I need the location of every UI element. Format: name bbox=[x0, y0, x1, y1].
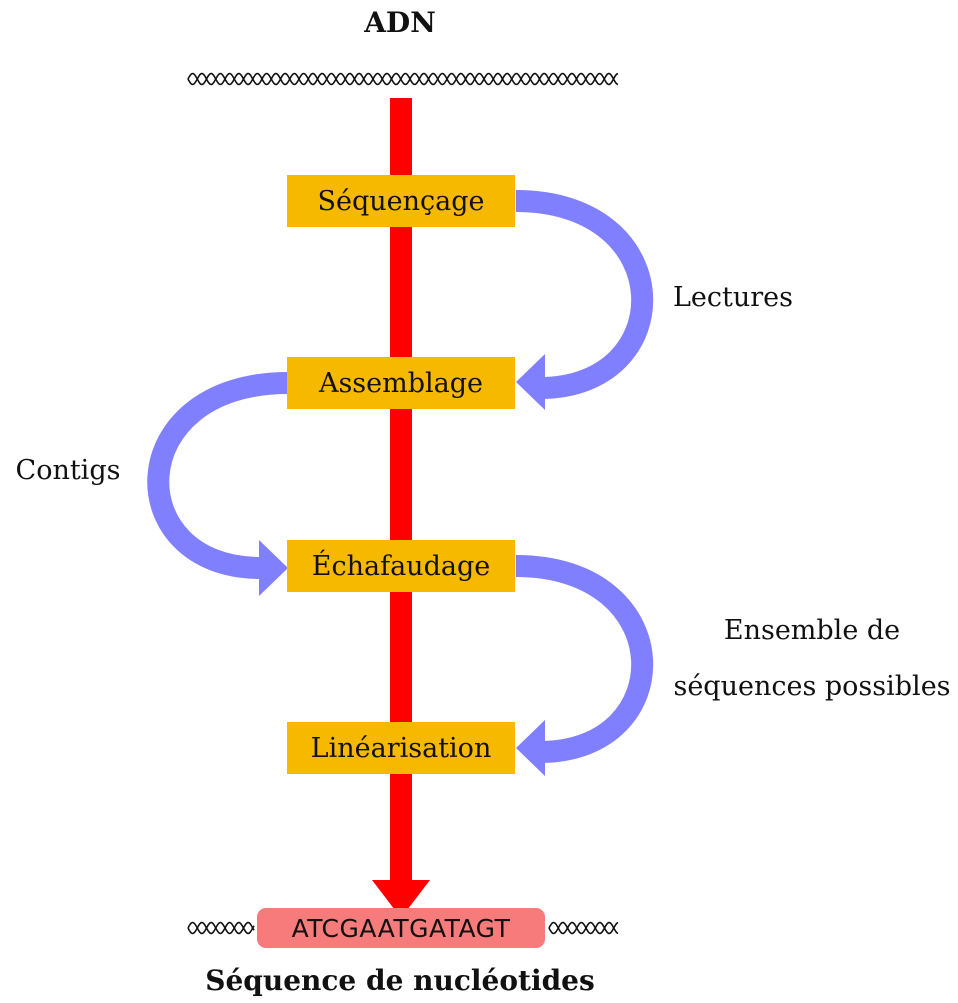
label-possible-sequences-line1: Ensemble de bbox=[724, 615, 900, 646]
dna-helix-bottom bbox=[187, 921, 619, 935]
step-sequencing: Séquençage bbox=[287, 175, 515, 227]
nucleotide-sequence-title: Séquence de nucléotides bbox=[205, 964, 595, 997]
curved-arrow-reads bbox=[515, 190, 654, 410]
step-linearization: Linéarisation bbox=[287, 722, 515, 774]
step-scaffolding: Échafaudage bbox=[287, 540, 515, 592]
step-assembly: Assemblage bbox=[287, 357, 515, 409]
curved-arrow-possible-sequences bbox=[515, 555, 654, 776]
step-assembly-label: Assemblage bbox=[318, 368, 483, 399]
step-scaffolding-label: Échafaudage bbox=[312, 549, 490, 582]
label-possible-sequences-line2: séquences possibles bbox=[673, 671, 950, 702]
dna-title: ADN bbox=[363, 6, 436, 39]
curved-arrow-contigs bbox=[147, 372, 289, 596]
label-contigs: Contigs bbox=[16, 455, 121, 486]
label-reads: Lectures bbox=[673, 282, 793, 313]
step-sequencing-label: Séquençage bbox=[318, 186, 485, 217]
step-linearization-label: Linéarisation bbox=[311, 733, 492, 764]
main-pipeline-arrow bbox=[372, 98, 430, 918]
dna-helix-top bbox=[187, 72, 619, 86]
result-sequence-text: ATCGAATGATAGT bbox=[292, 914, 511, 943]
result-sequence-box: ATCGAATGATAGT bbox=[257, 908, 545, 948]
